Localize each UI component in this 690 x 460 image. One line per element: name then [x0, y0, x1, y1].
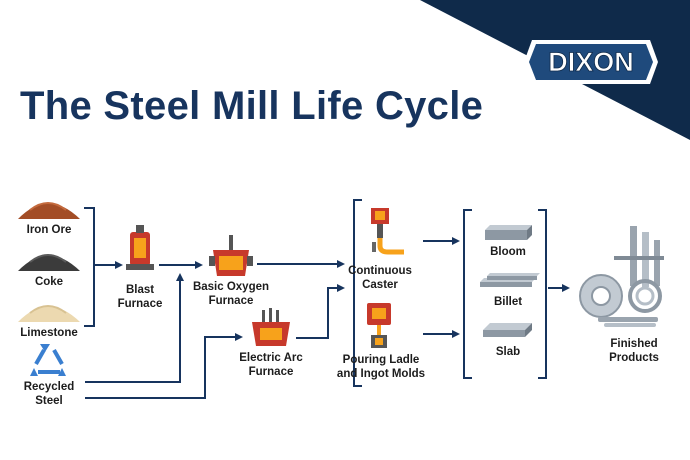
- label-recycled-line1: Recycled: [23, 381, 75, 393]
- label-pouring-ladle: Pouring Ladle and Ingot Molds: [336, 353, 426, 381]
- label-recycled-line2: Steel: [35, 395, 63, 407]
- arrow-eaf-to-casting: [296, 284, 345, 339]
- label-slab: Slab: [495, 346, 521, 358]
- label-blast-line2: Furnace: [117, 298, 163, 310]
- electric-arc-furnace-icon: [252, 308, 290, 346]
- arrow-recycled-to-eaf: [85, 333, 243, 399]
- label-bof-line1: Basic Oxygen: [192, 281, 270, 293]
- label-finished-line2: Products: [609, 352, 659, 364]
- label-ladle-line1: Pouring Ladle: [342, 354, 420, 366]
- dixon-logo: DIXON: [524, 40, 658, 84]
- iron-ore-pile-icon: [18, 202, 80, 219]
- slab-icon: [483, 323, 532, 337]
- label-caster-line1: Continuous: [348, 265, 412, 277]
- label-eaf-line1: Electric Arc: [239, 352, 303, 364]
- label-continuous-caster: Continuous Caster: [346, 264, 414, 292]
- flow-connectors: [85, 237, 570, 399]
- label-iron-ore: Iron Ore: [26, 224, 72, 236]
- bloom-icon: [485, 225, 532, 240]
- label-blast-furnace: Blast Furnace: [105, 283, 175, 311]
- label-recycled-steel: Recycled Steel: [8, 380, 90, 408]
- label-blast-line1: Blast: [125, 284, 155, 296]
- label-eaf-line2: Furnace: [248, 366, 294, 378]
- pouring-ladle-icon: [367, 303, 391, 348]
- arrow-recycled-to-bof: [85, 273, 184, 383]
- basic-oxygen-furnace-icon: [209, 235, 253, 276]
- label-caster-line2: Caster: [362, 279, 398, 291]
- recycle-icon: [30, 344, 66, 376]
- label-basic-oxygen-furnace: Basic Oxygen Furnace: [186, 280, 276, 308]
- page-title: The Steel Mill Life Cycle: [20, 84, 484, 128]
- label-electric-arc-furnace: Electric Arc Furnace: [226, 351, 316, 379]
- semis-left-bracket: [463, 209, 472, 379]
- limestone-pile-icon: [18, 305, 80, 322]
- label-ladle-line2: and Ingot Molds: [336, 368, 426, 380]
- label-finished-products: Finished Products: [594, 337, 674, 365]
- label-finished-line1: Finished: [610, 338, 658, 350]
- logo-text: DIXON: [548, 47, 634, 77]
- casting-left-bracket: [353, 199, 362, 387]
- label-bof-line2: Furnace: [208, 295, 254, 307]
- blast-furnace-icon: [126, 225, 154, 270]
- label-billet: Billet: [493, 296, 523, 308]
- semis-right-bracket: [538, 209, 547, 379]
- coke-pile-icon: [18, 254, 80, 271]
- label-coke: Coke: [34, 276, 64, 288]
- label-limestone: Limestone: [20, 327, 78, 339]
- continuous-caster-icon: [371, 208, 404, 255]
- label-bloom: Bloom: [490, 246, 526, 258]
- billet-icon: [480, 273, 540, 287]
- raw-materials-bracket: [84, 207, 95, 327]
- finished-products-icon: [579, 226, 664, 327]
